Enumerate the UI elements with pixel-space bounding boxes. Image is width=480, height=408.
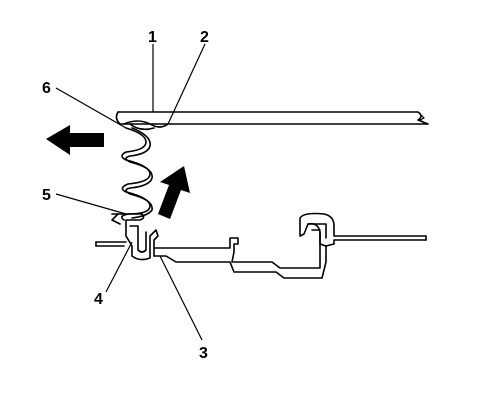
callout-1: 1 bbox=[148, 29, 157, 46]
callout-5: 5 bbox=[42, 187, 51, 204]
lower-bracket bbox=[153, 212, 427, 279]
callout-2: 2 bbox=[200, 29, 209, 46]
callout-6: 6 bbox=[42, 80, 51, 97]
callout-4: 4 bbox=[94, 291, 103, 308]
leader-2 bbox=[167, 43, 206, 125]
upper-panel bbox=[115, 111, 429, 125]
callout-3: 3 bbox=[199, 345, 208, 362]
coil-spring bbox=[120, 127, 153, 221]
leader-3 bbox=[159, 255, 203, 341]
clip-tab bbox=[123, 120, 169, 131]
leader-6 bbox=[55, 87, 127, 129]
leader-5 bbox=[55, 193, 127, 215]
retainer-clip bbox=[95, 213, 159, 261]
left-arrow bbox=[46, 125, 104, 155]
leader-4 bbox=[105, 241, 133, 293]
leader-lines bbox=[55, 43, 206, 341]
up-right-arrow bbox=[158, 166, 190, 219]
